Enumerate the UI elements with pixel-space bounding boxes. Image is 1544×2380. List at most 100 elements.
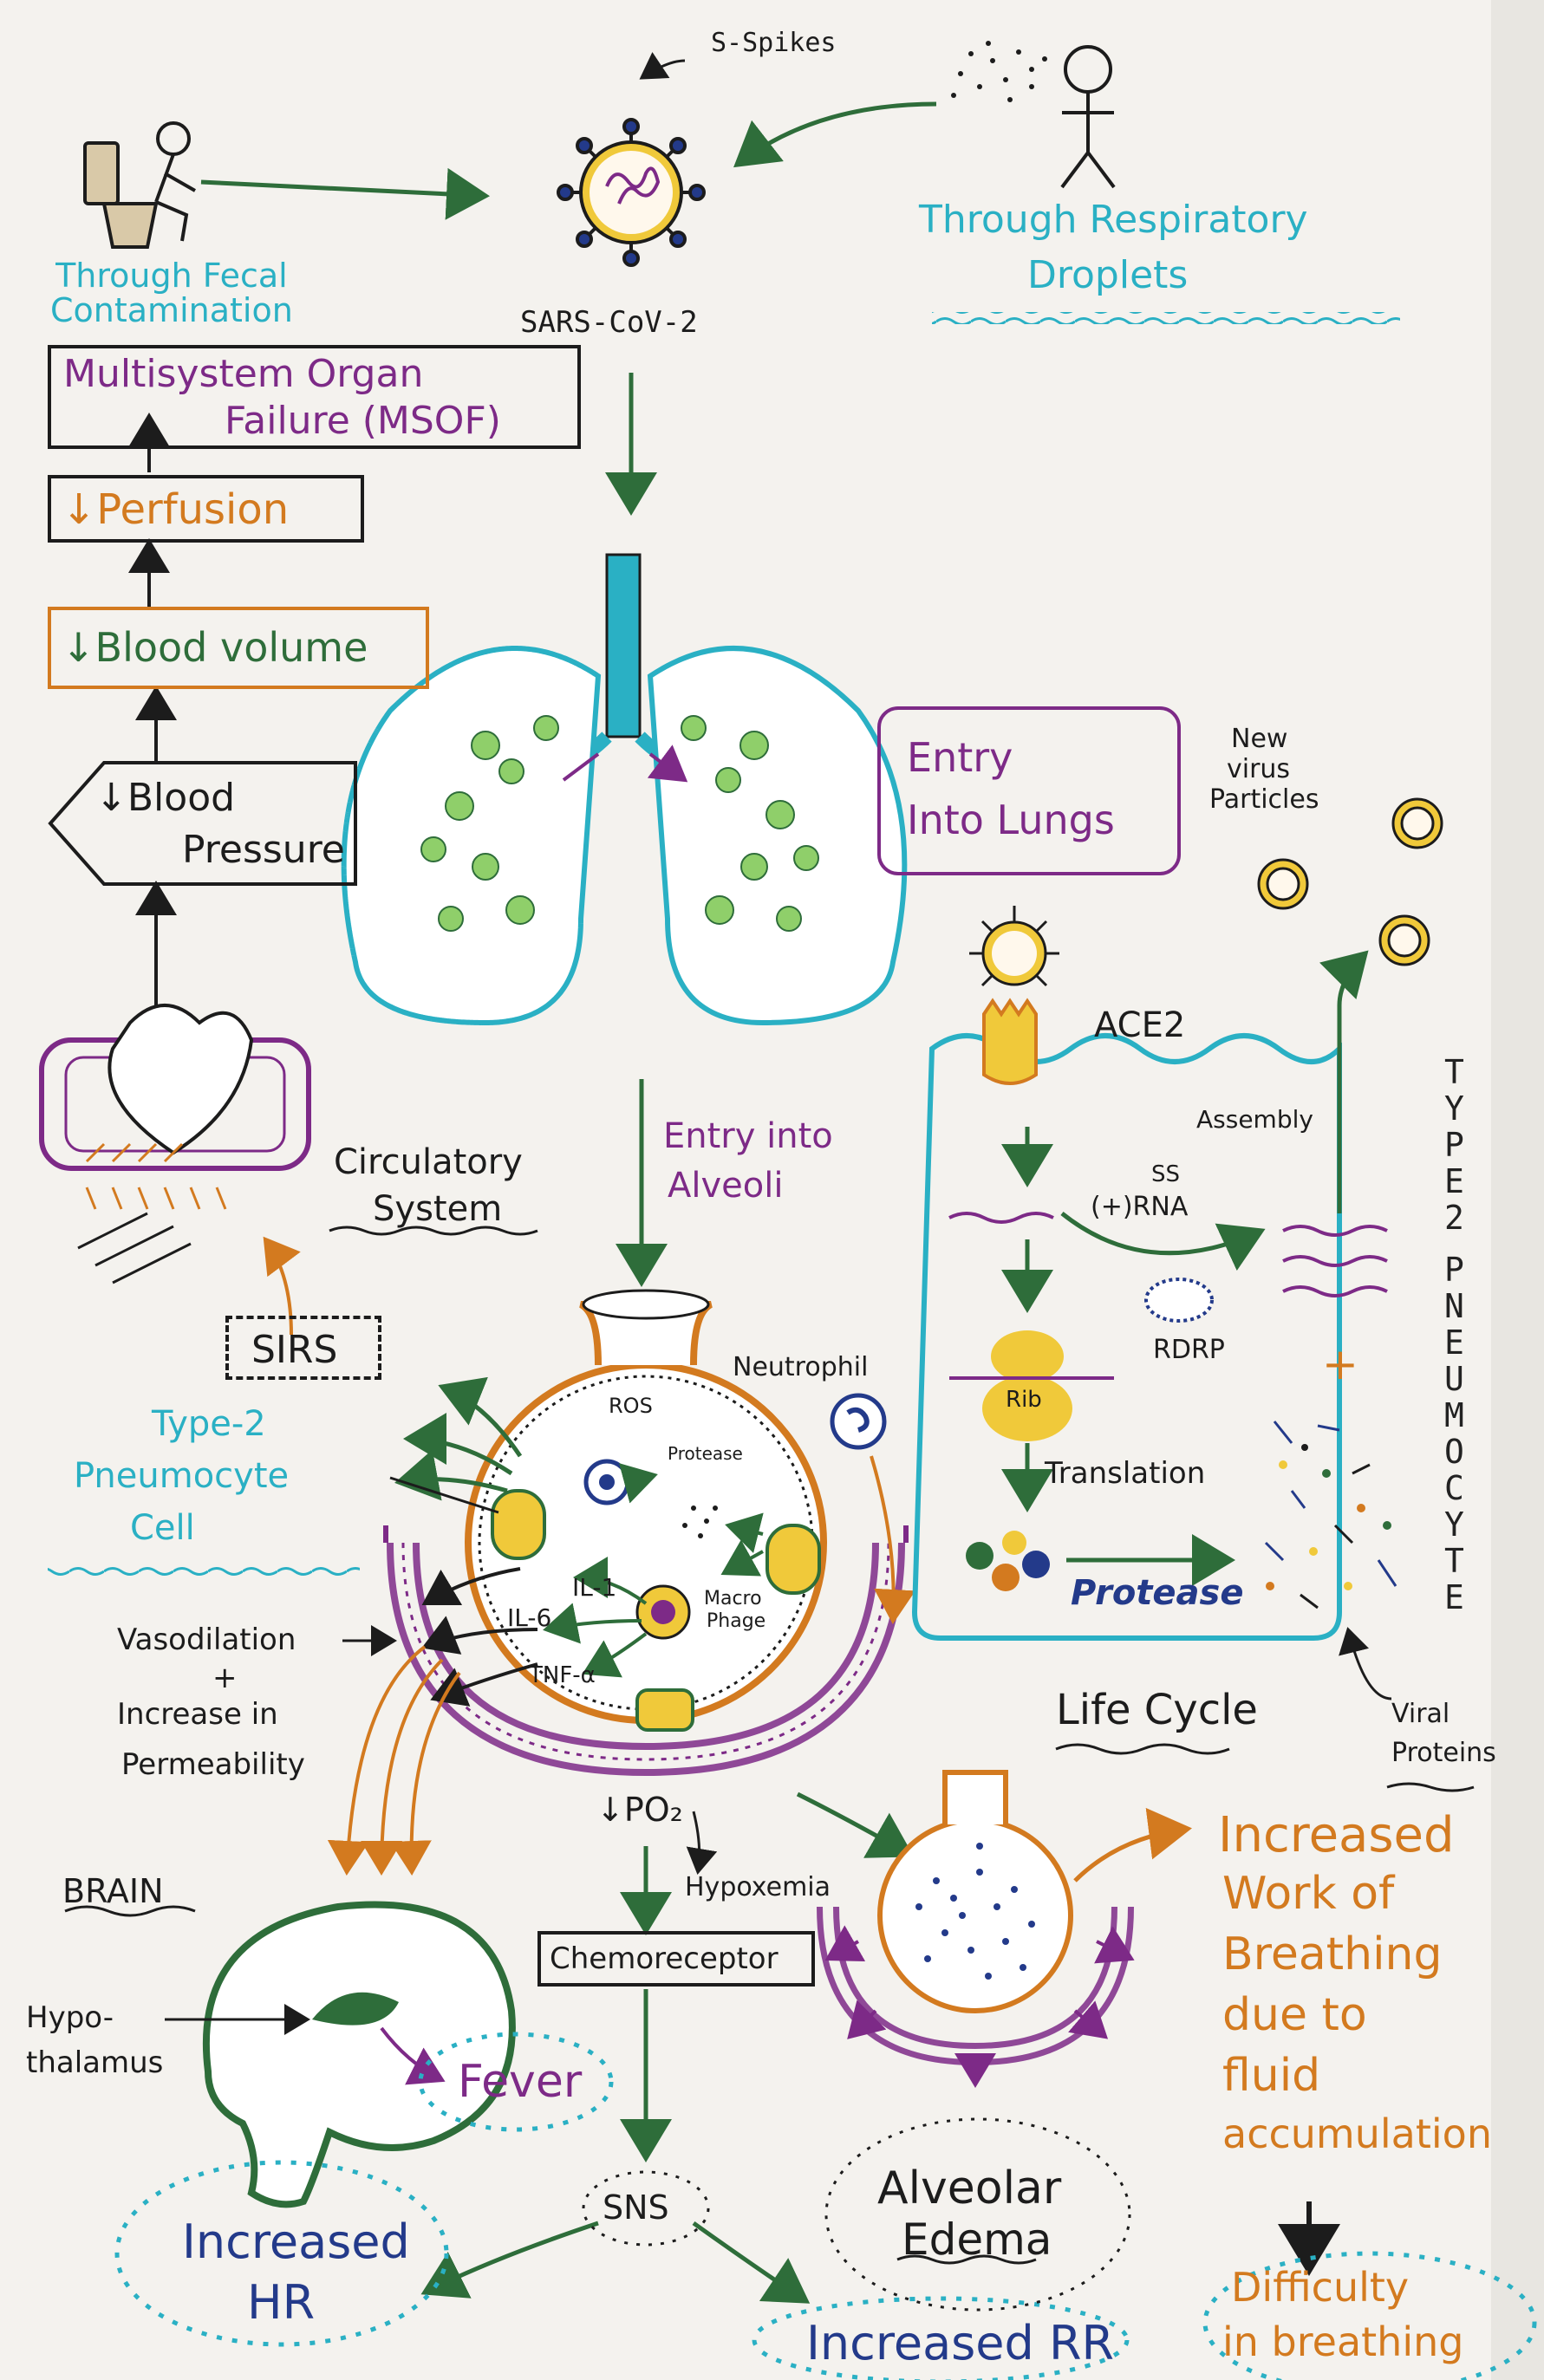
droplet-spray [951,41,1047,102]
vaso-plus: + [212,1661,238,1695]
hr-line1: Increased [182,2214,410,2269]
edema-line2: Edema [902,2214,1052,2265]
lifecycle-underline [1056,1745,1229,1753]
side-label-letter: N [1444,1287,1464,1325]
droplets-underline [932,312,1400,324]
side-label-letter: T [1444,1053,1464,1091]
lifecycle-title: Life Cycle [1056,1686,1258,1734]
vaso-line2: Increase in [117,1697,278,1732]
hypothalamus-line2: thalamus [26,2045,163,2080]
viral-proteins-pointer [1348,1629,1391,1699]
il6-label: IL-6 [507,1603,551,1632]
sns-label: SNS [603,2188,669,2227]
sirs-box: SIRS [225,1316,381,1380]
arrow-sns-to-rr [694,2223,806,2301]
ros-label: ROS [609,1394,653,1418]
wob-line3: Breathing [1222,1928,1443,1980]
blood-volume-label: ↓Blood volume [62,624,368,671]
chemoreceptor-box: Chemoreceptor [537,1931,815,1987]
arrow-fecal-to-virus [201,182,485,196]
perfusion-label: ↓Perfusion [62,485,289,534]
fever-label: Fever [458,2056,582,2108]
po2-label: ↓PO₂ [596,1791,683,1829]
rdrp-shape [1146,1279,1212,1321]
side-label-letter: E [1444,1162,1464,1200]
side-label-letter: O [1444,1433,1464,1471]
hr-line2: HR [247,2275,315,2330]
side-label-letter: Y [1444,1505,1464,1544]
virus-illustration [558,120,704,265]
wob-line6: accumulation [1222,2110,1492,2157]
entry-alveoli-line1: Entry into [663,1116,833,1156]
plus-label: + [1322,1339,1358,1389]
entry-alveoli-line2: Alveoli [668,1166,783,1206]
side-label-letter: E [1444,1323,1464,1362]
msof-line1: Multisystem Organ [63,352,423,396]
droplets-line2: Droplets [1027,253,1188,297]
side-label-letter: M [1444,1396,1464,1434]
type2-line1: Type-2 [152,1404,266,1444]
arrow-sns-to-hr [425,2223,598,2292]
arrow-assembly-to-new [1339,953,1365,1213]
side-label-letter: T [1444,1542,1464,1580]
entry-lungs-line1: Entry [907,734,1013,781]
new-particle-icons [1259,799,1442,965]
type2-line3: Cell [130,1508,195,1548]
ribosome-top [991,1330,1064,1382]
difficulty-line2: in breathing [1222,2318,1463,2365]
protein-dots [966,1531,1050,1591]
new-virus-line1: New [1231,724,1287,754]
virus-name: SARS-CoV-2 [520,305,698,340]
bp-line2: Pressure [182,828,345,872]
edema-alveolus-illustration [828,1772,1131,2084]
neutrophil-label: Neutrophil [733,1352,868,1382]
side-label-letter: P [1444,1126,1464,1164]
arrow-to-edema-alveolus [798,1794,910,1855]
type2-line2: Pneumocyte [74,1456,289,1496]
wob-line5: fluid [1222,2050,1320,2102]
rna-copies [1283,1226,1387,1296]
ace2-label: ACE2 [1094,1005,1185,1045]
side-label-letter: P [1444,1251,1464,1289]
toilet-figure-icon [85,123,195,247]
brain-illustration [206,1905,512,2205]
viral-protein-scatter [1266,1421,1396,1608]
vaso-line3: Permeability [121,1747,305,1782]
wob-line4: due to [1222,1989,1367,2041]
rib-label: Rib [1006,1387,1042,1413]
entering-virus-icon [969,906,1059,985]
brain-label: BRAIN [62,1872,164,1910]
circulatory-line2: System [373,1189,502,1229]
entry-lungs-line2: Into Lungs [907,797,1115,843]
perfusion-box: ↓Perfusion [48,475,364,543]
side-label-letter: Y [1444,1089,1464,1128]
wob-line1: Increased [1218,1807,1455,1863]
hypothalamus-line1: Hypo- [26,2000,114,2035]
vaso-line1: Vasodilation [117,1622,296,1657]
edema-line1: Alveolar [877,2162,1061,2214]
droplets-line1: Through Respiratory [919,198,1308,242]
rr-label: Increased RR [806,2316,1114,2370]
side-label-letter: U [1444,1360,1464,1398]
protease-inner-label: Protease [668,1443,743,1464]
macrophage-line2: Phage [707,1610,765,1632]
side-label-letter: E [1444,1578,1464,1616]
blood-volume-box: ↓Blood volume [48,607,429,689]
circulatory-line1: Circulatory [334,1142,523,1182]
arrow-droplets-to-virus [737,104,936,165]
rdrp-label: RDRP [1153,1335,1225,1365]
protease-label: Protease [1071,1573,1243,1613]
hypoxemia-label: Hypoxemia [685,1872,831,1902]
rna-strand [949,1213,1053,1222]
difficulty-line1: Difficulty [1231,2264,1409,2311]
side-label-letter: 2 [1444,1199,1464,1237]
tnf-label: TNF-α [529,1662,596,1688]
new-virus-line2: virus [1227,754,1290,784]
entry-lungs-box: Entry Into Lungs [877,706,1181,875]
spikes-label: S-Spikes [711,28,837,58]
sirs-label: SIRS [251,1328,337,1372]
side-label-letter: C [1444,1469,1464,1507]
new-virus-line3: Particles [1209,784,1319,815]
assembly-label: Assembly [1196,1105,1313,1134]
chemoreceptor-label: Chemoreceptor [550,1941,779,1976]
